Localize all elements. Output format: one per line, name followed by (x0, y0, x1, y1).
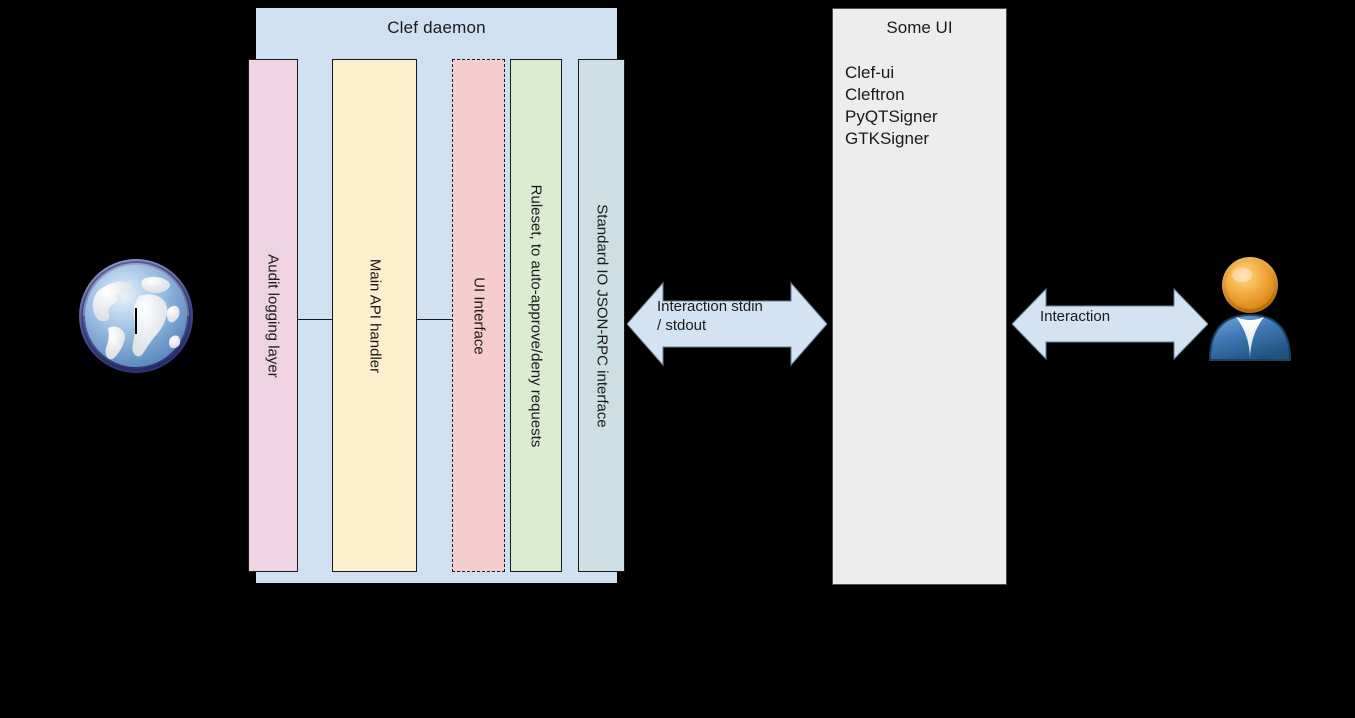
arrow-stdio-label-line-2: / stdout (657, 317, 707, 334)
component-label: Main API handler (366, 258, 383, 373)
list-item: PyQTSigner (845, 107, 938, 126)
some-ui-container (832, 8, 1007, 585)
component-label: Ruleset, to auto-approve/deny requests (527, 184, 545, 447)
component-ui-interface[interactable]: UI Interface (452, 59, 505, 572)
some-ui-title: Some UI (886, 18, 953, 37)
globe-icon (72, 252, 200, 380)
arrow-stdio-interaction (627, 277, 827, 371)
list-item: GTKSigner (845, 129, 930, 148)
component-label: Audit logging layer (264, 253, 282, 378)
list-item: Cleftron (845, 85, 905, 104)
component-standard-io-jsonrpc[interactable]: Standard IO JSON-RPC interface (578, 59, 625, 572)
component-label: UI Interface (470, 276, 487, 355)
clef-daemon-container (256, 8, 617, 583)
user-icon (1203, 252, 1297, 362)
connector-audit-to-api (298, 319, 332, 320)
arrow-user-label-line-1: Interaction (1040, 308, 1111, 325)
component-main-api-handler[interactable]: Main API handler (332, 59, 417, 572)
arrow-user-label: Interaction (1040, 307, 1210, 326)
arrow-stdio-label-line-1: Interaction stdin (657, 298, 763, 315)
component-ruleset[interactable]: Ruleset, to auto-approve/deny requests (510, 59, 562, 572)
list-item: Clef-ui (845, 63, 895, 82)
some-ui-implementation-list: Clef-ui Cleftron PyQTSigner GTKSigner (845, 62, 938, 150)
arrow-stdio-label: Interaction stdin / stdout (657, 297, 827, 335)
clef-daemon-title: Clef daemon (387, 18, 486, 37)
component-label: Standard IO JSON-RPC interface (593, 203, 610, 428)
component-audit-logging-layer[interactable]: Audit logging layer (248, 59, 298, 572)
arrow-user-interaction (1012, 285, 1208, 363)
